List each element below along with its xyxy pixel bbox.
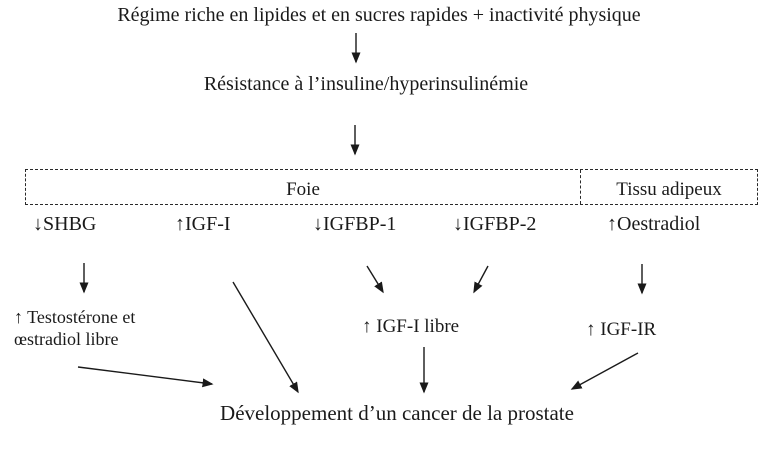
organ-adipose: Tissu adipeux bbox=[616, 179, 722, 200]
organ-liver: Foie bbox=[286, 179, 320, 200]
node-testosterone-line2: œstradiol libre bbox=[14, 329, 119, 349]
arrow-igfir-to-outcome bbox=[570, 352, 639, 390]
node-regime: Régime riche en lipides et en sucres rap… bbox=[117, 4, 641, 26]
arrow-igfbp2-to-igf1libre bbox=[473, 265, 489, 294]
arrow-testosterone-to-outcome bbox=[77, 366, 214, 388]
node-testosterone-line1: ↑ Testostérone et bbox=[14, 307, 136, 327]
node-oestradiol: ↑Oestradiol bbox=[607, 213, 701, 235]
node-insulin-resistance: Résistance à l’insuline/hyperinsulinémie bbox=[203, 73, 529, 95]
organ-box: Foie Tissu adipeux bbox=[25, 169, 758, 205]
node-igf1-libre: ↑ IGF-I libre bbox=[362, 316, 460, 337]
node-igf1: ↑IGF-I bbox=[175, 213, 231, 235]
node-testosterone: ↑ Testostérone et œstradiol libre bbox=[14, 306, 135, 350]
node-igfbp2: ↓IGFBP-2 bbox=[453, 213, 537, 235]
arrow-igfbp1-to-igf1libre bbox=[366, 265, 384, 294]
node-igf-ir: ↑ IGF-IR bbox=[586, 319, 657, 340]
node-shbg: ↓SHBG bbox=[33, 213, 97, 235]
organ-divider bbox=[580, 170, 581, 204]
node-igfbp1: ↓IGFBP-1 bbox=[313, 213, 397, 235]
node-outcome: Développement d’un cancer de la prostate bbox=[220, 401, 574, 425]
arrow-igf1-to-outcome bbox=[232, 281, 299, 394]
